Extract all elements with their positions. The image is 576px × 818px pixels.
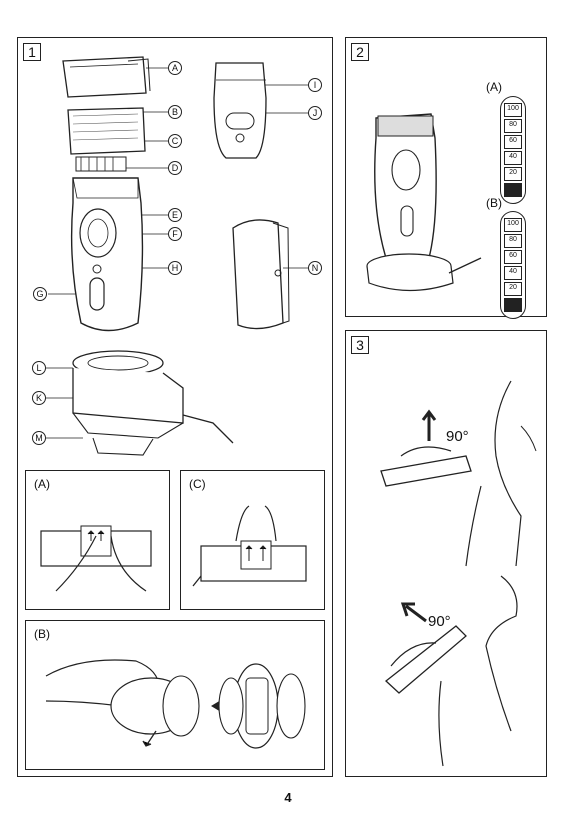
callout-c: C [168,134,182,148]
callout-n: N [308,261,322,275]
callout-j: J [308,106,322,120]
fingers-pressing-illustration [191,501,316,596]
subfigure-label: (C) [189,477,206,491]
inner-blade-illustration [73,153,133,175]
hand-pressing-illustration [36,506,161,596]
subfigure-b: (B) [25,620,325,770]
shaving-cheek-illustration [371,376,541,566]
callout-d: D [168,161,182,175]
charging-stand-illustration [63,343,243,458]
meter-level: 80 [504,119,522,133]
foil-frame-illustration [63,106,153,156]
meter-base [504,183,522,197]
shaving-neck-illustration [371,571,541,771]
subfigure-c: (C) [180,470,325,610]
shaver-side-view-illustration [208,58,273,163]
callout-b: B [168,105,182,119]
meter-level: 100 [504,103,522,117]
meter-level: 20 [504,282,522,296]
meter-level: 80 [504,234,522,248]
shaving-angle-label: 90° [428,613,451,630]
callout-f: F [168,227,182,241]
callout-m: M [32,431,46,445]
callout-e: E [168,208,182,222]
callout-k: K [32,391,46,405]
meter-b-label: (B) [486,196,502,210]
removing-head-illustration [41,646,311,761]
callout-i: I [308,78,322,92]
meter-level: 100 [504,218,522,232]
meter-base [504,298,522,312]
travel-pouch-illustration [223,213,293,338]
callout-l: L [32,361,46,375]
subfigure-a: (A) [25,470,170,610]
shaving-angle-label: 90° [446,428,469,445]
figure-panel-1: 1 A B C D [17,37,333,777]
meter-level: 40 [504,266,522,280]
figure-panel-3: 3 90° 90° [345,330,547,777]
meter-level: 60 [504,250,522,264]
subfigure-label: (A) [34,477,50,491]
page-number: 4 [0,790,576,805]
subfigure-label: (B) [34,627,50,641]
figure-panel-2: 2 (A) 100 80 60 40 20 (B) 100 80 60 40 2… [345,37,547,317]
panel-number: 2 [351,43,369,61]
panel-number: 3 [351,336,369,354]
meter-a-label: (A) [486,80,502,94]
charge-meter-a: 100 80 60 40 20 [500,96,526,204]
charge-meter-b: 100 80 60 40 20 [500,211,526,319]
meter-level: 40 [504,151,522,165]
callout-g: G [33,287,47,301]
shaver-on-stand-illustration [361,108,481,298]
meter-level: 20 [504,167,522,181]
meter-level: 60 [504,135,522,149]
callout-h: H [168,261,182,275]
shaver-body-illustration [63,173,148,338]
